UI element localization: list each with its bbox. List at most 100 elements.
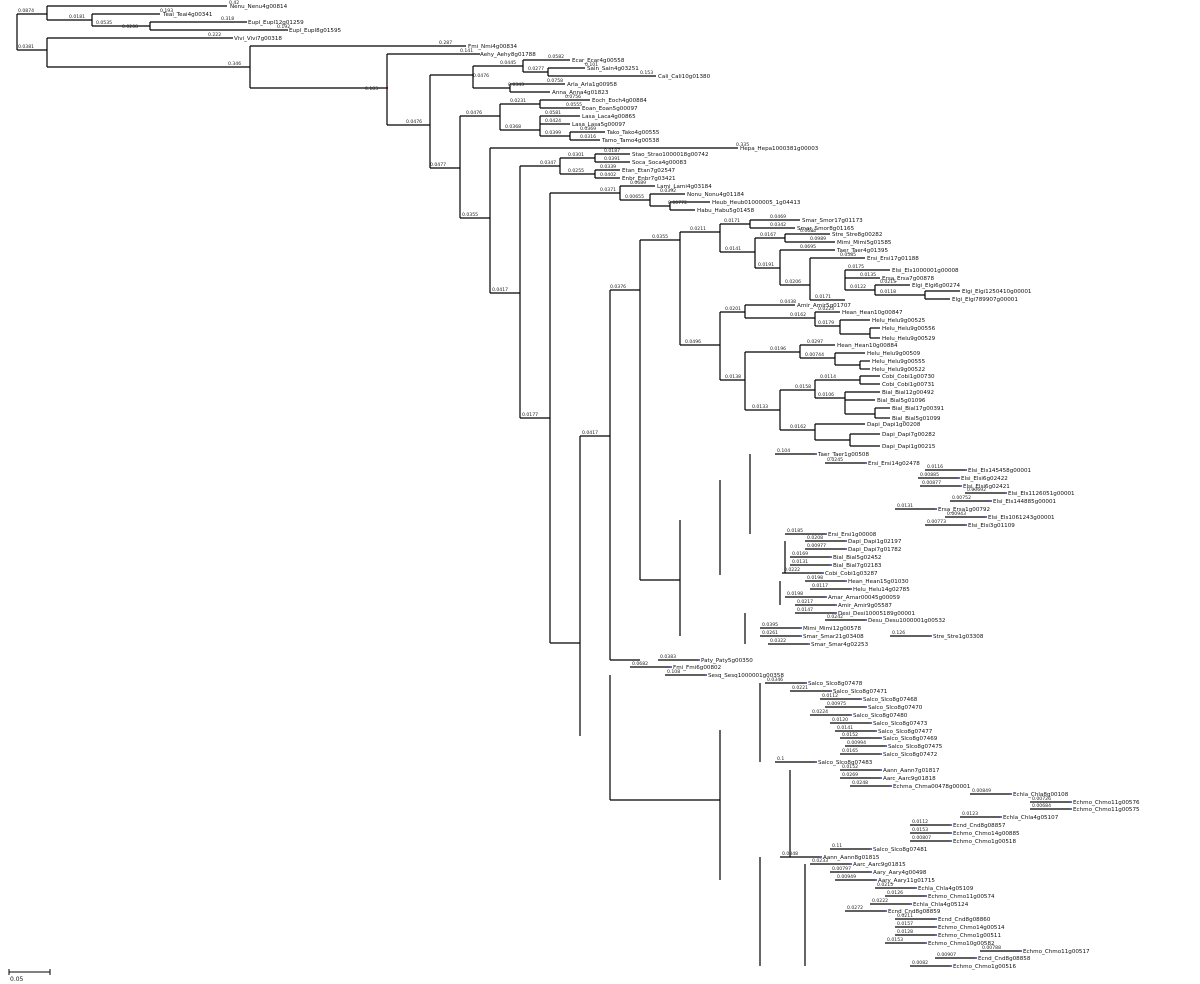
leaf-label: Salco_Slco8g07469: [883, 736, 938, 742]
branch-length-label: 0.0206: [785, 279, 801, 285]
leaf-label: Elsi_Elsi3g01109: [968, 523, 1015, 529]
tip-marker: [825, 596, 827, 598]
branch-length-label: 0.104: [777, 448, 790, 454]
tip-marker: [870, 722, 872, 724]
branch-length-label: 0.0133: [752, 404, 768, 410]
leaf-label: Aary_Aary4g00498: [873, 870, 927, 876]
leaf-label: Echla_Chla4g05107: [1003, 815, 1059, 821]
branch-length-label: 0.0277: [528, 66, 544, 72]
branch-length-label: 0.0272: [847, 905, 863, 911]
branch-length-label: 0.0242: [827, 614, 843, 620]
branch-length-label: 0.00726: [1032, 796, 1051, 802]
leaf-label: Amir_Amir5g01707: [797, 303, 851, 309]
leaf-label: Salco_Slco8g07472: [883, 752, 937, 758]
branch-length-label: 0.0221: [792, 685, 808, 691]
leaf-label: Stao_Strao1000018g00742: [632, 152, 709, 158]
leaf-label: Mimi_Mimi12g00578: [803, 626, 861, 632]
leaf-label: Smar_Smar21g03408: [803, 634, 864, 640]
branch-length-label: 0.0347: [540, 160, 556, 166]
leaf-label: Dapi_Dapi7g00282: [882, 432, 935, 438]
leaf-label: Aarc_Aarc9g01815: [853, 862, 906, 868]
branch-length-label: 0.153: [640, 70, 653, 76]
leaf-label: Helu_Helu9g00529: [882, 336, 936, 342]
branch-length-label: 0.0215: [877, 882, 893, 888]
branch-length-label: 0.0147: [797, 607, 813, 613]
branch-length-label: 0.0581: [545, 110, 561, 116]
branch-length-label: 0.00943: [947, 511, 966, 517]
tip-marker: [670, 666, 672, 668]
leaf-label: Teai_Teai4g00341: [162, 12, 213, 18]
leaf-label: Ecnd_Cnd8g08857: [953, 823, 1006, 829]
branch-length-label: 0.0245: [827, 457, 843, 463]
branch-length-label: 0.0297: [807, 339, 823, 345]
tip-marker: [830, 556, 832, 558]
branch-length-label: 0.00877: [922, 480, 941, 486]
branch-length-label: 0.0169: [792, 551, 808, 557]
branch-length-label: 0.0208: [122, 24, 138, 30]
branch-length-label: 0.0684: [800, 228, 816, 234]
branch-length-label: 0.0343: [508, 82, 524, 88]
leaf-label: Smar_Smor8g01165: [797, 226, 855, 232]
branch-length-label: 0.0120: [832, 717, 848, 723]
tip-marker: [925, 942, 927, 944]
branch-length-label: 0.00772: [668, 200, 687, 206]
leaf-label: Aann_Aann8g01815: [823, 855, 880, 861]
branch-length-label: 0.101: [585, 62, 598, 68]
leaf-label: Hean_Hean15g01030: [848, 579, 909, 585]
tip-marker: [935, 926, 937, 928]
leaf-label: Salco_Slco8g07478: [808, 681, 863, 687]
branch-length-label: 0.0157: [897, 921, 913, 927]
leaf-label: Sain_Sain4g03251: [587, 66, 639, 72]
branch-length-label: 0.0301: [568, 152, 584, 158]
leaf-label: Bial_Bial17g00391: [892, 406, 944, 412]
branch-length-label: 0.0224: [812, 709, 828, 715]
branch-length-label: 0.0171: [815, 294, 831, 300]
leaf-label: Eoan_Eoan5g00097: [582, 106, 638, 112]
tip-marker: [965, 524, 967, 526]
branch-length-label: 0.141: [460, 48, 473, 54]
branch-length-label: 0.0222: [784, 567, 800, 573]
leaf-label: Desi_Desi10005189g00001: [838, 611, 915, 617]
leaf-label: Elsi_Els1126051g00001: [1008, 491, 1075, 497]
leaf-label: Echmo_Chmo10g00582: [928, 941, 995, 947]
leaf-label: Salco_Slco8g07473: [873, 721, 928, 727]
branch-length-label: 0.126: [892, 630, 905, 636]
leaf-label: Aann_Aann7g01817: [883, 768, 940, 774]
tip-marker: [925, 895, 927, 897]
tip-marker: [870, 848, 872, 850]
branch-length-label: 0.0106: [818, 392, 834, 398]
tip-marker: [825, 533, 827, 535]
branch-length-label: 0.0417: [582, 430, 598, 436]
branch-length-label: 0.42: [229, 0, 239, 6]
scale-bar-label: 0.05: [10, 976, 24, 983]
leaf-label: Ersa_Ersa1g00792: [938, 507, 990, 513]
branch-length-label: 0.0445: [500, 60, 516, 66]
leaf-label: Ecnd_Cnd8g08858: [978, 956, 1031, 962]
branch-length-label: 0.0424: [545, 118, 561, 124]
leaf-label: Cali_Cali10g01380: [658, 74, 711, 80]
branch-length-label: 0.0116: [927, 464, 943, 470]
branch-length-label: 0.0165: [842, 748, 858, 754]
branch-length-label: 0.0223: [818, 306, 834, 312]
branch-length-label: 0.0355: [462, 212, 478, 218]
leaf-label: Ecar_Ecar4g00558: [572, 58, 625, 64]
leaf-label: Anna_Anna4g01823: [552, 90, 609, 96]
leaf-label: Hean_Hean10g00884: [837, 343, 898, 349]
branch-length-label: 0.335: [736, 142, 749, 148]
branch-length-label: 0.0269: [842, 772, 858, 778]
branch-length-label: 0.0346: [767, 677, 783, 683]
branch-length-label: 0.0198: [807, 575, 823, 581]
tip-marker: [880, 753, 882, 755]
tree-branches: [16, 5, 1072, 967]
leaf-label: Salco_Slco8g07477: [878, 729, 933, 735]
leaf-label: Elsi_Els1000001g00008: [892, 268, 959, 274]
tip-marker: [930, 635, 932, 637]
leaf-label: Aary_Aary11g01715: [878, 878, 935, 884]
branch-length-label: 0.222: [208, 32, 221, 38]
branch-length-label: 0.193: [160, 8, 173, 14]
branch-length-label: 0.0381: [18, 44, 34, 50]
branch-length-label: 0.0152: [842, 732, 858, 738]
branch-length-label: 0.0391: [604, 156, 620, 162]
branch-length-label: 0.0989: [810, 236, 826, 242]
leaf-label: Arla_Arla1g00958: [567, 82, 617, 88]
